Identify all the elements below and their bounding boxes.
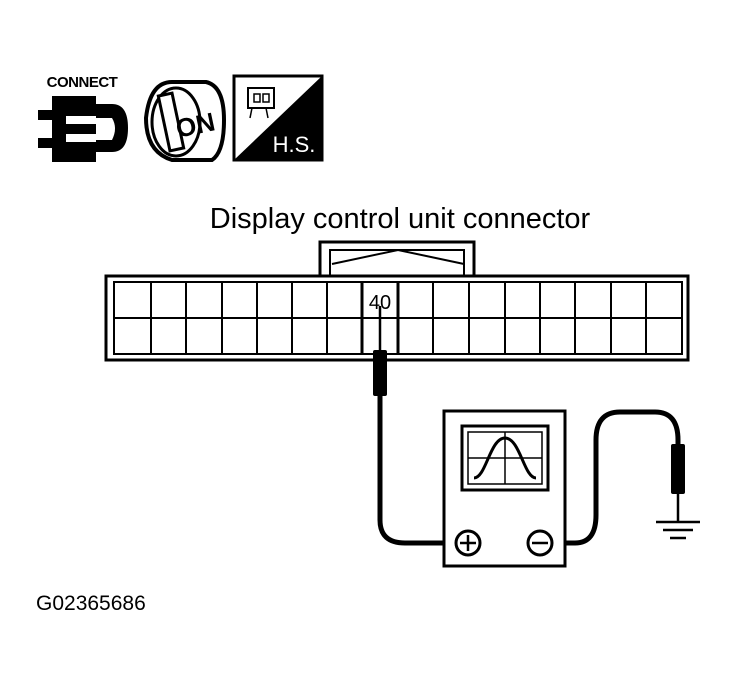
ground-icon xyxy=(656,520,700,540)
ignition-key-icon: ON xyxy=(143,80,227,162)
harness-side-icon: H.S. xyxy=(232,74,324,162)
oscilloscope xyxy=(442,409,567,568)
connector-housing xyxy=(104,240,690,362)
ground-probe xyxy=(671,444,685,522)
negative-terminal xyxy=(526,529,554,557)
sine-wave-trace xyxy=(473,436,537,480)
connect-label: CONNECT xyxy=(47,74,118,91)
harness-side-label: H.S. xyxy=(273,132,316,157)
positive-probe xyxy=(373,306,387,396)
positive-terminal xyxy=(454,529,482,557)
positive-lead xyxy=(377,396,455,546)
connect-icon: CONNECT xyxy=(38,74,128,162)
terminal-40-label: 40 xyxy=(369,292,391,314)
negative-lead xyxy=(552,409,681,546)
figure-id: G02365686 xyxy=(36,592,146,615)
connector-title: Display control unit connector xyxy=(210,203,591,235)
